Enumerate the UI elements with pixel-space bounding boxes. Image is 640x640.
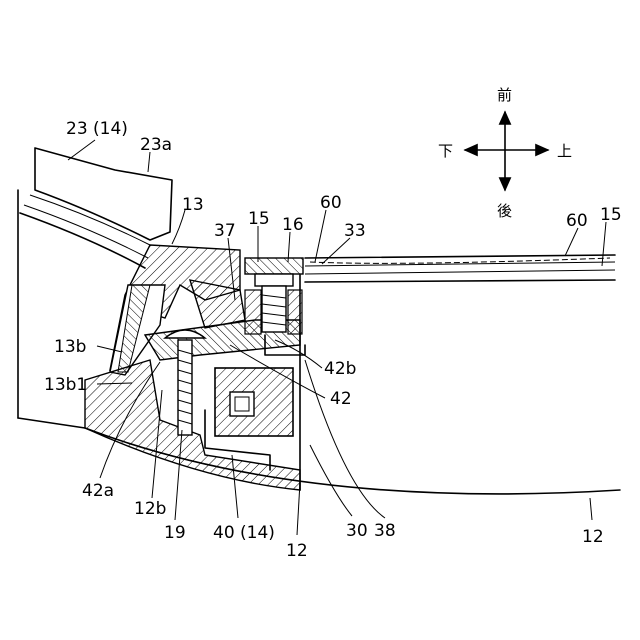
label-23-14: 23 (14) [66, 119, 128, 139]
housing-12 [18, 190, 620, 494]
dir-down-label: 下 [438, 142, 453, 160]
label-33: 33 [344, 221, 366, 241]
label-30: 30 [346, 521, 368, 541]
label-12b: 12b [134, 499, 166, 519]
dir-back-label: 後 [497, 202, 512, 220]
panel-strip-60 [305, 255, 615, 282]
label-13: 13 [182, 195, 204, 215]
label-42: 42 [330, 389, 352, 409]
label-13b: 13b [54, 337, 86, 357]
dir-front-label: 前 [497, 86, 512, 104]
label-19: 19 [164, 523, 186, 543]
label-60-right: 60 [566, 211, 588, 231]
label-23a: 23a [140, 135, 172, 155]
block-40 [205, 368, 293, 470]
dir-up-label: 上 [557, 142, 572, 160]
direction-compass: 前 後 下 上 [438, 86, 572, 220]
label-37: 37 [214, 221, 236, 241]
label-12-right: 12 [582, 527, 604, 547]
label-42a: 42a [82, 481, 114, 501]
label-38: 38 [374, 521, 396, 541]
label-40-14: 40 (14) [213, 523, 275, 543]
label-60: 60 [320, 193, 342, 213]
label-12-bottom: 12 [286, 541, 308, 561]
label-13b1: 13b1 [44, 375, 87, 395]
label-15: 15 [248, 209, 270, 229]
label-15-right: 15 [600, 205, 622, 225]
label-42b: 42b [324, 359, 356, 379]
label-16: 16 [282, 215, 304, 235]
